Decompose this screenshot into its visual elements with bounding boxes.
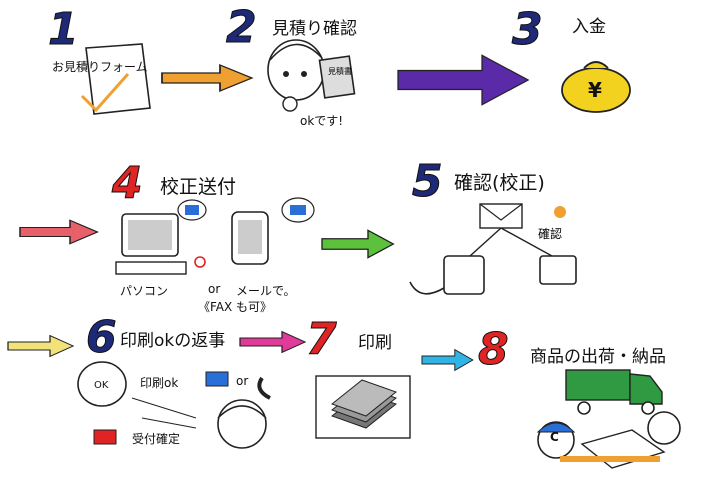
arrow-2 [398,55,528,104]
mail-bubble-icon [178,200,206,220]
phone-icon [259,378,270,398]
delivery-truck-icon [566,370,662,414]
check-label: 確認 [538,226,562,241]
arrow-5 [8,336,73,357]
quote-doc-label: 見積書 [328,66,352,76]
receipt-label: 受付確定 [132,430,180,447]
arrow-6 [240,332,305,353]
customer-icon [648,412,680,444]
fax-label: 《FAX も可》 [198,298,272,315]
computer-icon [116,214,205,274]
arrow-1 [162,65,252,91]
arrow-3 [20,220,98,243]
face-ok-label: OK [94,380,108,391]
step-2-caption: okです! [300,112,343,129]
arrow-7 [422,350,473,371]
mail-bubble-icon-2 [282,198,314,222]
review-network-illustration [410,204,576,294]
smartphone-icon [232,212,268,264]
mail-icon [206,372,228,386]
cap-letter: C [550,430,559,444]
step-1-caption: お見積りフォーム [52,58,148,75]
or-label-2: or [236,374,248,388]
package-box-icon [560,430,664,468]
mail-icon-red [94,430,116,444]
print-ok-label: 印刷ok [140,374,178,391]
printed-paper-stack [316,376,410,438]
pc-label: パソコン [120,282,168,299]
girl-icon [218,400,266,448]
or-label: or [208,282,220,296]
arrow-4 [322,230,393,257]
mail-label: メールで。 [236,282,296,299]
yen-symbol: ¥ [588,78,602,102]
quote-form-paper [82,44,150,114]
